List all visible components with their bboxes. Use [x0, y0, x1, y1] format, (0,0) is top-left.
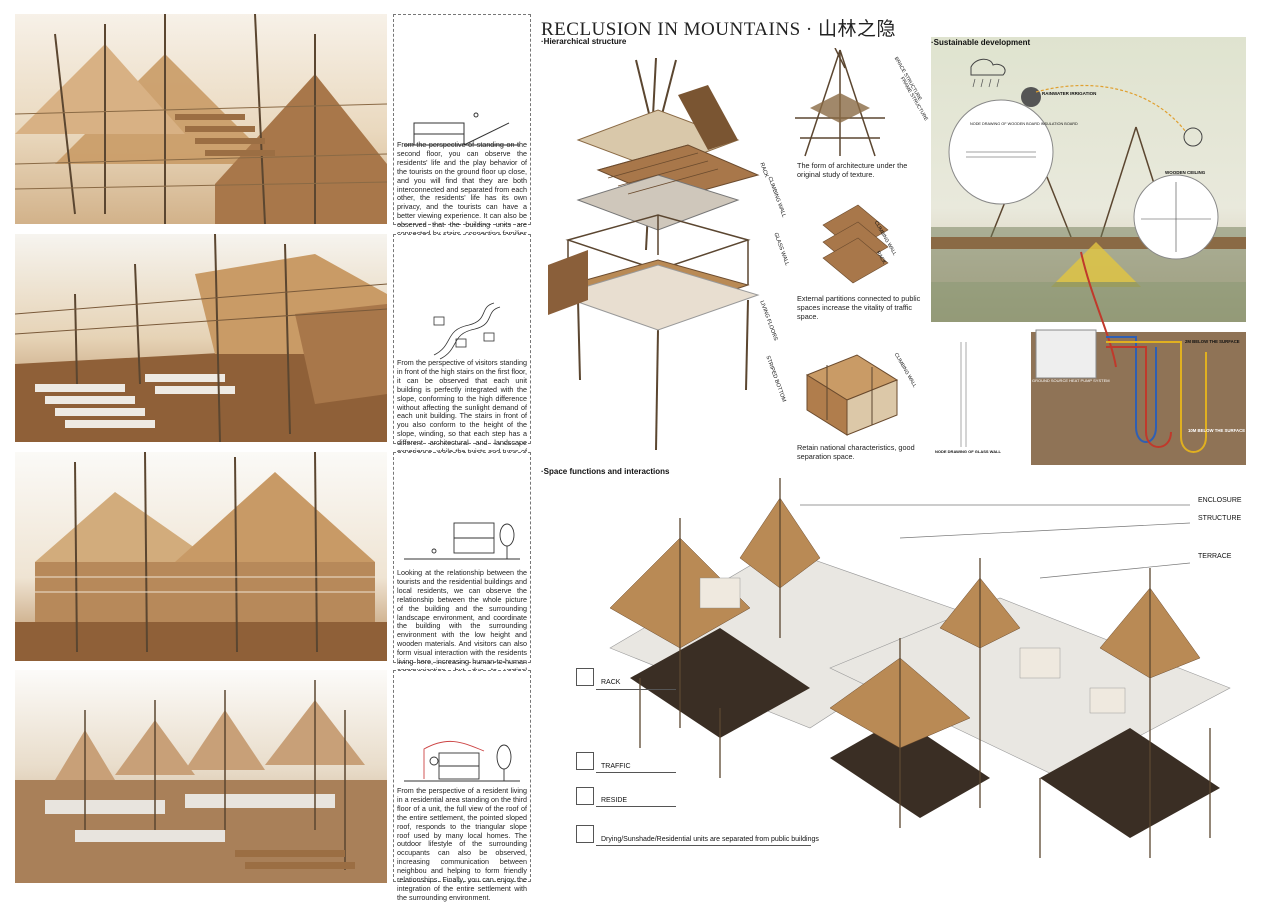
caption-texture: The form of architecture under the origi…	[797, 161, 908, 179]
exploded-axonometric	[548, 57, 760, 451]
section-sketch-1	[404, 112, 520, 146]
legend-rule-traffic	[596, 772, 676, 773]
sustainable-illustration	[931, 58, 1246, 465]
render-view-3	[15, 452, 387, 661]
label-heat-pump: GROUND SOURCE HEAT PUMP SYSTEM	[1032, 378, 1110, 383]
label-10m-below: 10M BELOW THE SURFACE	[1188, 428, 1246, 433]
section-sketch-3	[404, 522, 520, 560]
caption-separation: Retain national characteristics, good se…	[797, 443, 915, 461]
caption-partitions: External partitions connected to public …	[797, 294, 921, 321]
render-view-2	[15, 234, 387, 442]
section-sketch-4	[404, 740, 520, 782]
partition-diagram	[822, 204, 889, 284]
render-2-illustration	[15, 234, 387, 442]
legend-rule-rack	[596, 689, 676, 690]
path-sketch-2	[433, 302, 501, 360]
legend-reside: RESIDE	[601, 797, 628, 804]
render-3-illustration	[15, 452, 387, 661]
label-structure: STRUCTURE	[1198, 515, 1242, 522]
render-view-4	[15, 670, 387, 883]
label-enclosure: ENCLOSURE	[1198, 497, 1242, 504]
view-4-text: From the perspective of a resident livin…	[397, 786, 527, 902]
view-2-description: From the perspective of visitors standin…	[393, 234, 531, 465]
label-wooden-ceiling: WOODEN CEILING	[1165, 170, 1206, 175]
hierarchy-heading: ·Hierarchical structure	[541, 37, 627, 46]
render-view-1	[15, 14, 387, 224]
stairs-icon	[576, 752, 594, 770]
house-icon	[576, 787, 594, 805]
poster-title: RECLUSION IN MOUNTAINS · 山林之隐	[541, 19, 896, 40]
view-1-text: From the perspective of standing on the …	[397, 140, 527, 247]
settlement-axonometric	[609, 478, 1231, 858]
label-rainwater: RAINWATER IRRIGATION	[1042, 91, 1097, 96]
label-terrace: TERRACE	[1198, 553, 1232, 560]
space-heading: ·Space functions and interactions	[541, 467, 670, 476]
separation-diagram	[805, 354, 899, 436]
view-2-text: From the perspective of visitors standin…	[397, 358, 527, 465]
label-node-glass: NODE DRAWING OF GLASS WALL	[935, 449, 1001, 454]
sustainable-section-panel	[931, 37, 1246, 465]
view-1-description: From the perspective of standing on the …	[393, 14, 531, 247]
sustainable-heading: ·Sustainable development	[931, 38, 1031, 47]
legend-rule-drying	[596, 845, 811, 846]
legend-rule-reside	[596, 806, 676, 807]
legend-drying: Drying/Sunshade/Residential units are se…	[601, 836, 819, 843]
legend-traffic: TRAFFIC	[601, 763, 631, 770]
legend-rack: RACK	[601, 679, 621, 686]
view-3-description: Looking at the relationship between the …	[393, 452, 531, 693]
view-4-description: From the perspective of a resident livin…	[393, 670, 531, 902]
label-node-wood: NODE DRAWING OF WOODEN BOARD INSULATION …	[970, 122, 1078, 126]
rack-icon	[576, 668, 594, 686]
frame-study-diagram	[795, 48, 885, 157]
drying-icon	[576, 825, 594, 843]
render-4-illustration	[15, 680, 387, 883]
label-2m-below: 2M BELOW THE SURFACE	[1185, 339, 1240, 344]
render-1-illustration	[15, 14, 387, 224]
